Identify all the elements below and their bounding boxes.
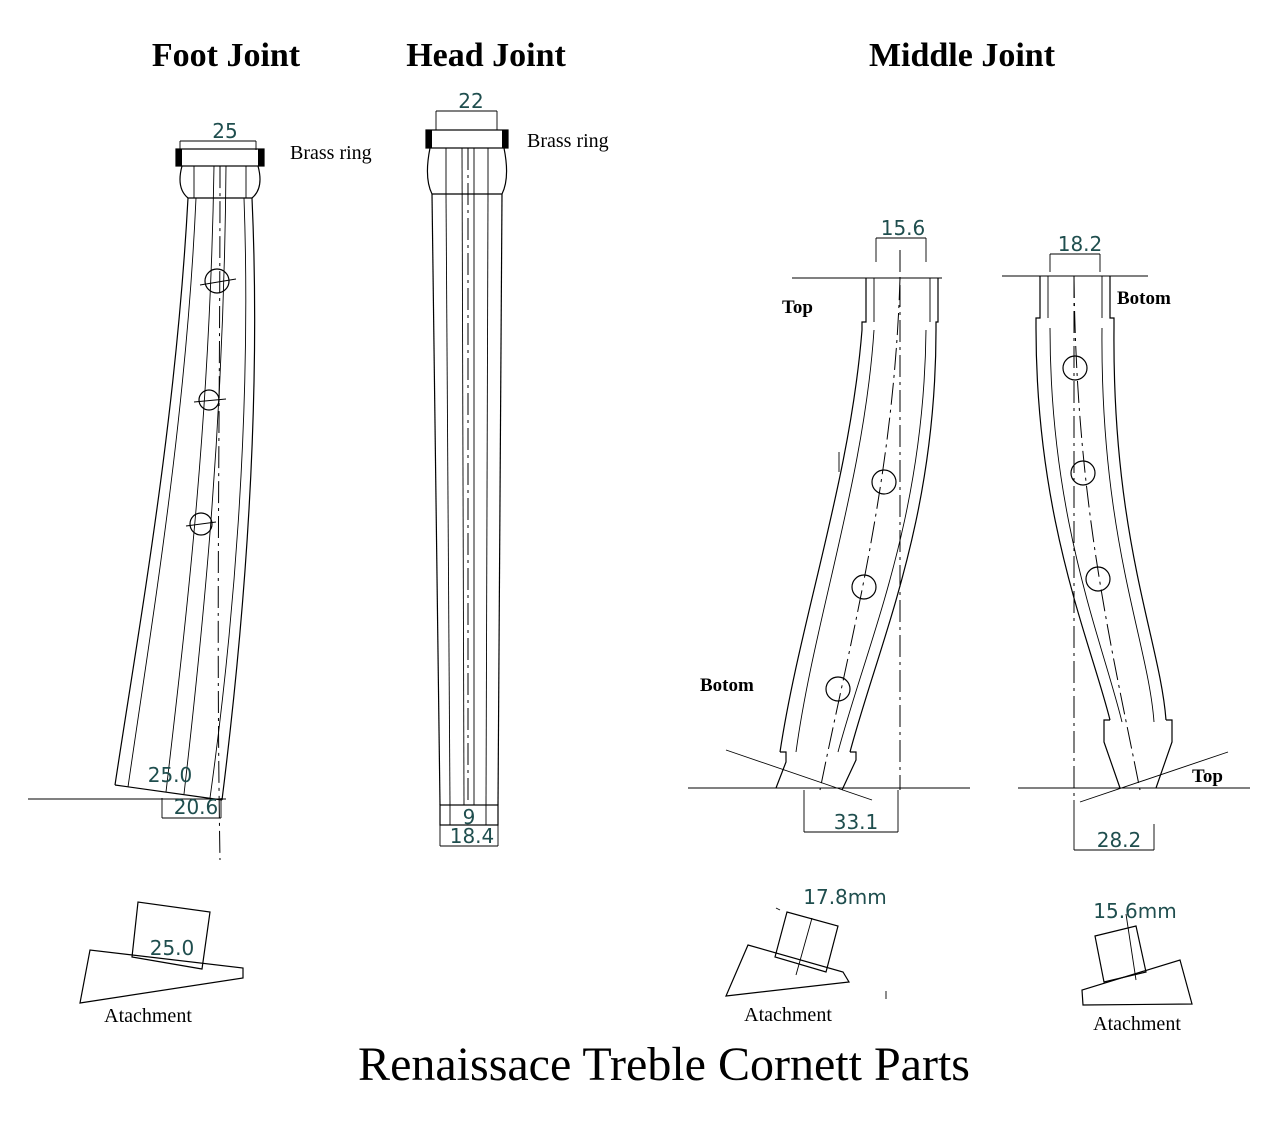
head-inner-right <box>485 193 489 806</box>
mid-right-bottom-step-right <box>1155 719 1173 789</box>
mid-left-attachment-base <box>725 944 850 997</box>
foot-bore-left <box>165 165 215 793</box>
mid-left-bottom-dim: 33.1 <box>834 810 879 834</box>
foot-tone-hole-3 <box>189 512 213 536</box>
foot-inner-right <box>209 197 247 799</box>
mid-right-top-step-left <box>1035 276 1041 328</box>
head-joint-drawing: 22 Brass ring 9 18.4 <box>425 89 609 848</box>
mid-left-outline-left <box>779 329 863 753</box>
foot-bore-right <box>183 165 227 795</box>
mid-right-cut-line <box>1079 751 1229 803</box>
title-head-joint: Head Joint <box>406 37 566 74</box>
mid-right-botom-label: Botom <box>1117 288 1171 309</box>
foot-attachment-label: Atachment <box>104 1005 192 1027</box>
mid-right-attachment-dim: 15.6mm <box>1093 899 1177 923</box>
foot-brass-ring <box>175 148 265 167</box>
foot-top-dim: 25 <box>212 119 237 143</box>
head-brass-ring-cap-left <box>426 130 432 148</box>
foot-inner-left <box>127 197 197 788</box>
head-brass-ring <box>425 129 509 149</box>
head-socket <box>426 147 508 195</box>
mid-right-tone-hole-3 <box>1085 566 1111 592</box>
title-foot-joint: Foot Joint <box>152 37 301 74</box>
mid-right-top-dim: 18.2 <box>1058 232 1103 256</box>
foot-outline-right <box>221 197 256 801</box>
mid-right-outline-right <box>1113 327 1167 721</box>
foot-bottom-edge <box>114 784 223 801</box>
mid-left-outline-right <box>849 329 937 753</box>
mid-left-bottom-step-right <box>841 751 857 791</box>
head-inner-left <box>445 193 451 806</box>
middle-joint-right-drawing: 18.2 Botom Top 28.2 <box>1002 232 1250 1035</box>
head-top-dim: 22 <box>458 89 483 113</box>
mid-left-botom-label: Botom <box>700 675 754 696</box>
mid-right-attachment-label: Atachment <box>1093 1013 1181 1035</box>
mid-right-tone-hole-2 <box>1070 460 1096 486</box>
foot-attachment-block <box>131 901 211 970</box>
foot-bottom-inner-dim: 20.6 <box>174 795 219 819</box>
head-tenon <box>439 804 499 826</box>
mid-left-centre-line <box>819 277 901 791</box>
mid-right-tone-hole-1 <box>1062 355 1088 381</box>
head-outline-right <box>497 193 503 806</box>
mid-left-tone-hole-3 <box>825 676 851 702</box>
mid-left-tone-hole-2 <box>851 574 877 600</box>
foot-brass-ring-label: Brass ring <box>290 142 372 164</box>
head-bore-dim: 9 <box>463 805 476 829</box>
mid-right-top-step-right <box>1109 276 1115 328</box>
mid-left-top-step-right <box>935 278 939 330</box>
mid-left-top-step-left <box>861 278 867 330</box>
mid-left-inner-right <box>837 329 927 753</box>
foot-brass-ring-cap-right <box>258 149 264 166</box>
head-bore-left <box>461 147 465 806</box>
foot-joint-drawing: 25 Brass ring 25.0 20. <box>28 119 372 1027</box>
mid-right-attachment-base <box>1081 959 1193 1006</box>
foot-tone-hole-1-axis <box>199 278 237 286</box>
head-brass-ring-cap-right <box>502 130 508 148</box>
head-bottom-dim: 18.4 <box>450 824 495 848</box>
foot-attachment-base <box>79 949 244 1004</box>
title-middle-joint: Middle Joint <box>869 37 1056 74</box>
foot-brass-ring-cap-left <box>176 149 182 166</box>
head-brass-ring-label: Brass ring <box>527 130 609 152</box>
foot-tone-hole-2-axis <box>193 398 227 403</box>
mid-left-attachment-axis <box>795 917 813 976</box>
mid-right-inner-right <box>1101 327 1155 723</box>
mid-right-top-label: Top <box>1192 766 1223 787</box>
mid-right-attachment-block <box>1094 925 1147 983</box>
mid-left-bottom-step-left <box>775 751 787 789</box>
mid-right-centre-line <box>1073 275 1141 791</box>
mid-left-attachment-mark <box>775 907 781 911</box>
foot-tone-hole-1 <box>204 268 230 294</box>
mid-left-inner-left <box>795 329 875 753</box>
foot-bottom-outer-dim: 25.0 <box>148 763 193 787</box>
foot-outline-left <box>114 197 189 786</box>
mid-right-inner-left <box>1049 327 1123 723</box>
mid-left-attachment-block <box>774 911 839 973</box>
foot-socket <box>179 165 261 199</box>
mid-left-attachment-dim: 17.8mm <box>803 885 887 909</box>
mid-right-outline-left <box>1035 327 1111 721</box>
head-outline-left <box>431 193 441 806</box>
mid-left-top-dim: 15.6 <box>881 216 926 240</box>
foot-attachment-dim: 25.0 <box>150 936 195 960</box>
mid-right-bottom-step-left <box>1103 719 1121 789</box>
mid-right-bottom-dim: 28.2 <box>1097 828 1142 852</box>
foot-centre-line <box>217 165 221 861</box>
main-title: Renaissace Treble Cornett Parts <box>358 1038 970 1091</box>
mid-left-tone-hole-1 <box>871 469 897 495</box>
mid-right-attachment-axis <box>1125 913 1137 981</box>
mid-left-attachment-label: Atachment <box>744 1004 832 1026</box>
foot-tone-hole-3-axis <box>185 521 217 527</box>
mid-left-top-label: Top <box>782 297 813 318</box>
middle-joint-left-drawing: 15.6 Top Botom 33.1 <box>688 216 970 1026</box>
mid-left-cut-line <box>725 749 873 801</box>
